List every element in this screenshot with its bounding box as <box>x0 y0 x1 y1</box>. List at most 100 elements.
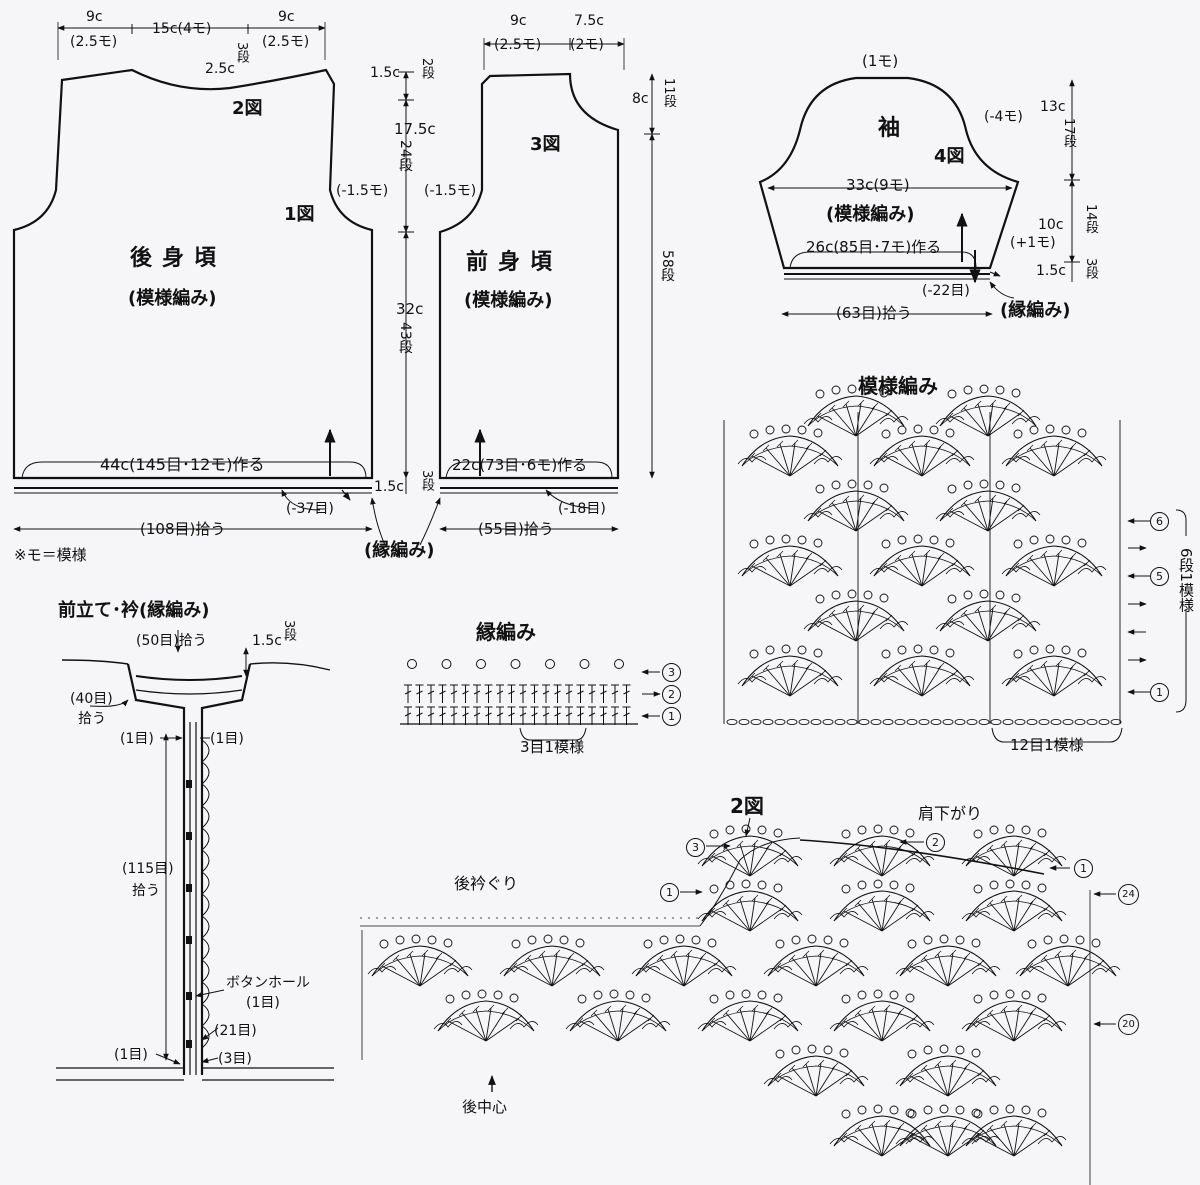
sleeve-cap-len: 13c <box>1040 99 1066 115</box>
front-width-right-sub: (2モ) <box>570 37 604 53</box>
edging-row-2: 2 <box>662 685 681 704</box>
neckline-chart <box>360 817 1121 1185</box>
front-edge-dec: (-18目) <box>558 501 606 517</box>
sleeve-outline <box>758 76 1020 270</box>
back-neck-rows: 3段 <box>234 42 249 64</box>
shoulder-len: 8c <box>632 91 649 107</box>
back-width-left-sub: (2.5モ) <box>70 34 118 50</box>
front-body-title: 前身頃 <box>466 250 563 275</box>
body-edging-label: (縁編み) <box>364 540 435 561</box>
back-body-outline <box>12 68 374 480</box>
st1-right: (1目) <box>210 731 244 747</box>
shoulder-rows: 11段 <box>661 78 676 108</box>
chart2-row-1a: 1 <box>660 883 679 902</box>
back-edge-dec: (-37目) <box>286 501 334 517</box>
side-pick-2: 拾う <box>78 711 106 727</box>
front-band-diagram <box>56 630 334 1081</box>
row-1-circle: 1 <box>1150 683 1169 702</box>
front-body-outline <box>438 72 620 480</box>
front-pickup: (55目)拾う <box>478 520 554 538</box>
pattern-title: 模様編み <box>858 374 938 398</box>
edge-len: 1.5c <box>374 479 404 495</box>
pattern-repeat-rows: 6段1模様 <box>1177 548 1195 613</box>
back-cast-on: 44c(145目･12モ)作る <box>100 455 265 474</box>
back-width-right: 9c <box>278 9 295 25</box>
sleeve-pickup: (63目)拾う <box>836 304 912 322</box>
edging-repeat: 3目1模様 <box>520 738 585 756</box>
front-pick: (115目) <box>122 861 174 877</box>
edging-title: 縁編み <box>476 620 536 644</box>
edging-row-1: 1 <box>662 707 681 726</box>
st21: (21目) <box>214 1023 257 1039</box>
buttonhole-label: ボタンホール <box>226 975 310 991</box>
st1-bottom: (1目) <box>114 1047 148 1063</box>
back-neck-depth: 2.5c <box>205 61 235 77</box>
arm-len: 17.5c <box>394 120 436 138</box>
back-body-title: 後身頃 <box>130 246 227 271</box>
st3: (3目) <box>218 1051 252 1067</box>
fig3-label: 3図 <box>530 134 561 155</box>
front-body-subtitle: (模様編み) <box>464 290 553 311</box>
front-band-neck-pick: (50目)拾う <box>136 633 207 649</box>
front-pick-2: 拾う <box>132 883 160 899</box>
edging-chart <box>400 659 661 741</box>
back-width-right-sub: (2.5モ) <box>262 34 310 50</box>
back-width-neck: 15c(4モ) <box>152 21 212 37</box>
main-pattern-chart <box>723 384 1187 743</box>
back-armhole-dec: (-1.5モ) <box>336 183 389 199</box>
back-body-subtitle: (模様編み) <box>128 288 217 309</box>
top-rows: 2段 <box>419 58 434 80</box>
sleeve-cast-on: 26c(85目･7モ)作る <box>806 238 942 256</box>
sleeve-body-rows: 14段 <box>1083 204 1098 234</box>
shoulder-slope-label: 肩下がり <box>918 804 983 823</box>
row-6-circle: 6 <box>1150 512 1169 531</box>
sleeve-width: 33c(9モ) <box>846 176 910 194</box>
sleeve-inc: (+1モ) <box>1010 235 1056 251</box>
front-band-title: 前立て･衿(縁編み) <box>58 600 210 621</box>
front-cast-on: 22c(73目･6モ)作る <box>452 456 588 474</box>
st1-left: (1目) <box>120 731 154 747</box>
sleeve-edge-dec: (-22目) <box>922 283 970 299</box>
front-band-len: 1.5c <box>252 633 282 649</box>
sleeve-top: (1モ) <box>862 52 899 70</box>
pattern-repeat-sts: 12目1模様 <box>1010 736 1084 754</box>
chart2-row-3: 3 <box>686 838 705 857</box>
back-width-left: 9c <box>86 9 103 25</box>
fig2-label: 2図 <box>232 98 263 119</box>
chart2-row-2: 2 <box>926 833 945 852</box>
chart2-row-1b: 1 <box>1074 859 1093 878</box>
front-width-left-sub: (2.5モ) <box>494 37 542 53</box>
sleeve-dec: (-4モ) <box>984 109 1023 125</box>
top-len: 1.5c <box>370 65 400 81</box>
chart2-fig-label: 2図 <box>730 794 764 818</box>
sleeve-subtitle: (模様編み) <box>826 204 915 225</box>
sleeve-cap-rows: 17段 <box>1061 118 1076 148</box>
chart2-row-20: 20 <box>1118 1014 1139 1035</box>
front-width-right: 7.5c <box>574 13 604 29</box>
front-band-rows: 3段 <box>281 620 296 642</box>
sleeve-edging-label: (縁編み) <box>1000 300 1071 321</box>
body-len: 32c <box>396 300 424 318</box>
sleeve-title: 袖 <box>878 116 901 141</box>
sleeve-body-len: 10c <box>1038 217 1064 233</box>
front-armhole-dec: (-1.5モ) <box>424 183 477 199</box>
buttonhole-count: (1目) <box>246 995 280 1011</box>
edging-row-3: 3 <box>662 663 681 682</box>
back-neckline-label: 後衿ぐり <box>454 874 519 893</box>
chart2-row-24: 24 <box>1118 884 1139 905</box>
arm-rows: 24段 <box>397 140 413 172</box>
edge-rows: 3段 <box>419 470 434 492</box>
back-pickup: (108目)拾う <box>140 520 226 538</box>
front-width-left: 9c <box>510 13 527 29</box>
total-rows: 58段 <box>659 250 675 282</box>
sleeve-edge-len: 1.5c <box>1036 263 1066 279</box>
body-rows: 43段 <box>397 322 413 354</box>
row-5-circle: 5 <box>1150 567 1169 586</box>
fig1-label: 1図 <box>284 204 315 225</box>
side-pick: (40目) <box>70 691 113 707</box>
fig4-label: 4図 <box>934 146 965 167</box>
back-center-label: 後中心 <box>462 1098 508 1116</box>
mo-note: ※モ＝模様 <box>14 546 87 564</box>
